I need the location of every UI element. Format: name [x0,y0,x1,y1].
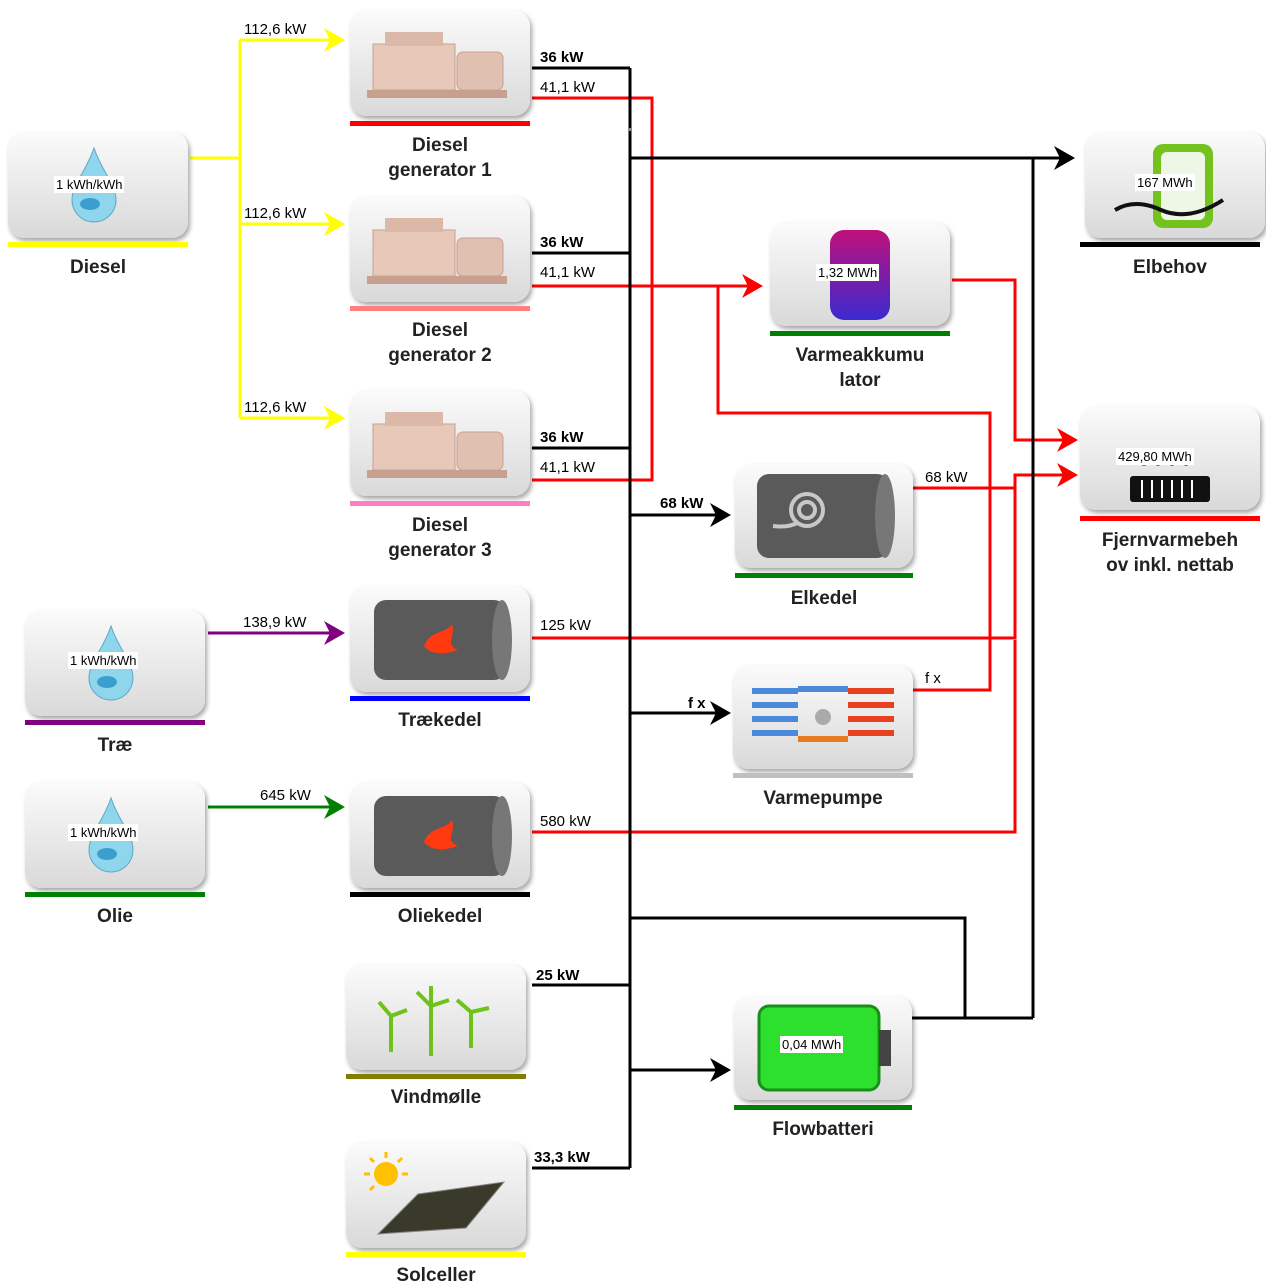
flow-label-olie-in: 645 kW [260,787,312,804]
solceller-bar [346,1252,526,1257]
dg1-bar [350,121,530,126]
flowbatteri-bar [734,1105,912,1110]
dg1-name: Diesel generator 1 [388,135,492,181]
flow-label-vp-out: f x [925,670,941,687]
flow-label-diesel-dg3: 112,6 kW [244,399,307,416]
unit-olie[interactable]: 1 kWh/kWh [25,782,205,888]
dg2-name: Diesel generator 2 [388,320,492,366]
flowbatteri-name: Flowbatteri [772,1119,874,1140]
elbehov-value: 167 MWh [1135,174,1195,191]
heat-pump-icon [752,686,894,742]
dg3-name: Diesel generator 3 [388,515,492,561]
fjernvarmebehov-value: 429,80 MWh [1116,448,1194,465]
diesel-fuel-lines [190,28,345,430]
flow-label-dg3-heat: 41,1 kW [540,459,596,476]
varmeakkumulator-name: Varmeakkumu lator [795,345,925,391]
flow-label-olie-out: 580 kW [540,813,592,830]
oliekedel-name: Oliekedel [397,906,483,927]
boiler-flame-icon [374,796,512,876]
unit-fjernvarmebehov[interactable]: 429,80 MWh [1080,406,1260,510]
flow-label-dg3-el: 36 kW [540,429,584,446]
unit-diesel[interactable]: 1 kWh/kWh [8,132,188,238]
unit-diesel-generator-1[interactable] [350,10,530,116]
unit-vindmolle[interactable] [346,964,526,1070]
oliekedel-bar [350,892,530,897]
elkedel-name: Elkedel [790,588,858,609]
varmeakkumulator-value: 1,32 MWh [816,264,880,281]
flow-label-trae-in: 138,9 kW [243,614,307,631]
unit-elkedel[interactable] [735,464,913,568]
traekedel-bar [350,696,530,701]
varmepumpe-name: Varmepumpe [763,788,883,809]
flow-label-elkedel-out: 68 kW [925,469,968,486]
boiler-flame-icon [374,600,512,680]
unit-diesel-generator-2[interactable] [350,196,530,302]
dg3-bar [350,501,530,506]
flow-label-diesel-dg1: 112,6 kW [244,21,307,38]
dg2-bar [350,306,530,311]
unit-diesel-generator-3[interactable] [350,390,530,496]
flow-label-vind-out: 25 kW [536,967,580,984]
diesel-name: Diesel [70,257,126,278]
diesel-engine-icon [367,32,507,98]
diesel-bar [8,242,188,247]
electricity-lines [532,66,1075,1170]
elkedel-bar [735,573,913,578]
flow-label-dg2-el: 36 kW [540,234,584,251]
diesel-engine-icon [367,218,507,284]
diesel-engine-icon [367,412,507,478]
traekedel-name: Trækedel [398,710,482,731]
solar-panel-icon [364,1152,506,1235]
flow-label-dg1-el: 36 kW [540,49,584,66]
unit-solceller[interactable] [346,1142,526,1248]
electric-boiler-coil-icon [757,474,895,558]
unit-varmepumpe[interactable] [733,665,913,769]
flow-label-dg1-heat: 41,1 kW [540,79,596,96]
diesel-value: 1 kWh/kWh [54,176,125,193]
trae-bar [25,720,205,725]
elbehov-name: Elbehov [1133,257,1207,278]
flow-labels: 112,6 kW 112,6 kW 112,6 kW 36 kW 41,1 kW… [243,21,968,1166]
unit-oliekedel[interactable] [350,782,530,888]
fjernvarmebehov-bar [1080,516,1260,521]
unit-flowbatteri[interactable]: 0,04 MWh [734,996,912,1100]
flow-label-vp-in: f x [688,695,706,712]
heat-lines [532,96,1078,834]
unit-varmeakkumulator[interactable]: 1,32 MWh [770,222,950,326]
trae-name: Træ [97,735,133,756]
fjernvarmebehov-name: Fjernvarmebeh ov inkl. nettab [1101,530,1239,576]
olie-bar [25,892,205,897]
flowbatteri-value: 0,04 MWh [780,1036,844,1053]
wind-turbines-icon [377,986,490,1056]
unit-trae[interactable]: 1 kWh/kWh [25,610,205,716]
vindmolle-name: Vindmølle [390,1087,482,1108]
trae-value: 1 kWh/kWh [68,652,139,669]
varmepumpe-bar [733,773,913,778]
flow-label-sol-out: 33,3 kW [534,1149,591,1166]
unit-traekedel[interactable] [350,586,530,692]
varmeakkumulator-bar [770,331,950,336]
flow-label-dg2-heat: 41,1 kW [540,264,596,281]
unit-elbehov[interactable]: 167 MWh [1085,132,1265,238]
flow-label-trae-out: 125 kW [540,617,592,634]
flow-label-elkedel-in: 68 kW [660,495,704,512]
flow-label-diesel-dg2: 112,6 kW [244,205,307,222]
olie-name: Olie [97,906,133,927]
elbehov-bar [1080,242,1260,247]
solceller-name: Solceller [396,1265,476,1286]
vindmolle-bar [346,1074,526,1079]
olie-value: 1 kWh/kWh [68,824,139,841]
